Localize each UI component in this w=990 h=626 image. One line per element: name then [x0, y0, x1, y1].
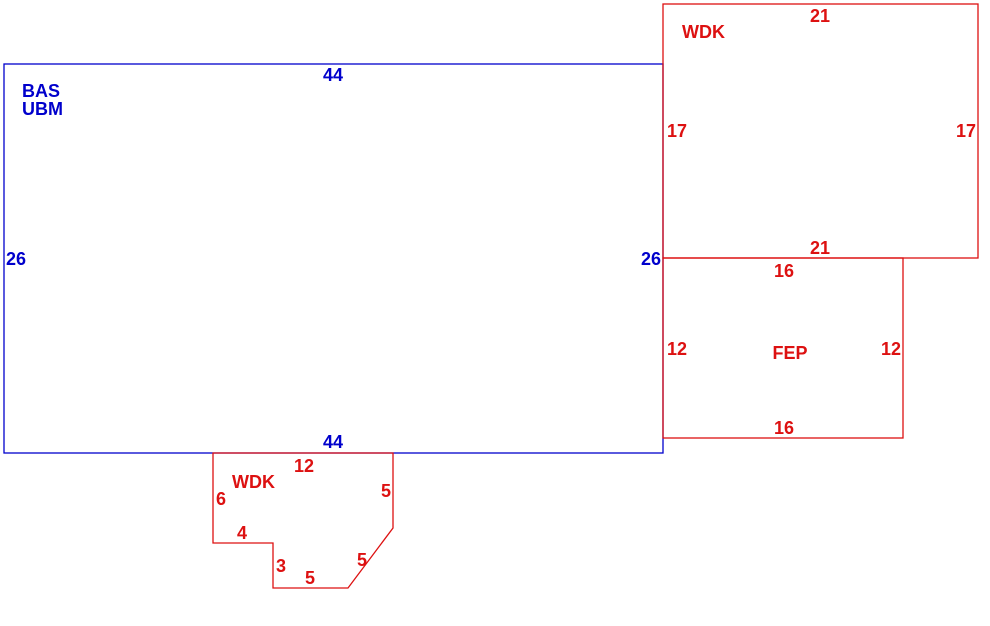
upper-deck-dim-left: 17 [667, 121, 687, 141]
lower-deck-dim-step-horizontal: 4 [237, 523, 247, 543]
lower-deck-dim-diagonal: 5 [357, 550, 367, 570]
porch-label: FEP [772, 343, 807, 363]
lower-deck-outline [212, 452, 394, 589]
main-area-outline [3, 63, 664, 454]
porch-dim-top: 16 [774, 261, 794, 281]
main-area-dim-bottom: 44 [323, 432, 343, 452]
upper-deck-dim-right: 17 [956, 121, 976, 141]
main-area-dim-left: 26 [6, 249, 26, 269]
lower-deck-dim-bottom: 5 [305, 568, 315, 588]
lower-deck-label: WDK [232, 472, 275, 492]
porch-dim-bottom: 16 [774, 418, 794, 438]
main-area-label-ubm: UBM [22, 99, 63, 119]
upper-deck-dim-top: 21 [810, 6, 830, 26]
lower-deck-dim-step-vertical: 3 [276, 556, 286, 576]
upper-deck-label: WDK [682, 22, 725, 42]
porch-dim-right: 12 [881, 339, 901, 359]
porch-dim-left: 12 [667, 339, 687, 359]
main-area-label-bas: BAS [22, 81, 60, 101]
lower-deck-dim-left: 6 [216, 489, 226, 509]
main-area-dim-top: 44 [323, 65, 343, 85]
upper-deck-outline [662, 3, 979, 259]
lower-deck-dim-right: 5 [381, 481, 391, 501]
upper-deck-dim-bottom: 21 [810, 238, 830, 258]
lower-deck-dim-top: 12 [294, 456, 314, 476]
porch-outline [662, 257, 904, 439]
main-area-dim-right: 26 [641, 249, 661, 269]
